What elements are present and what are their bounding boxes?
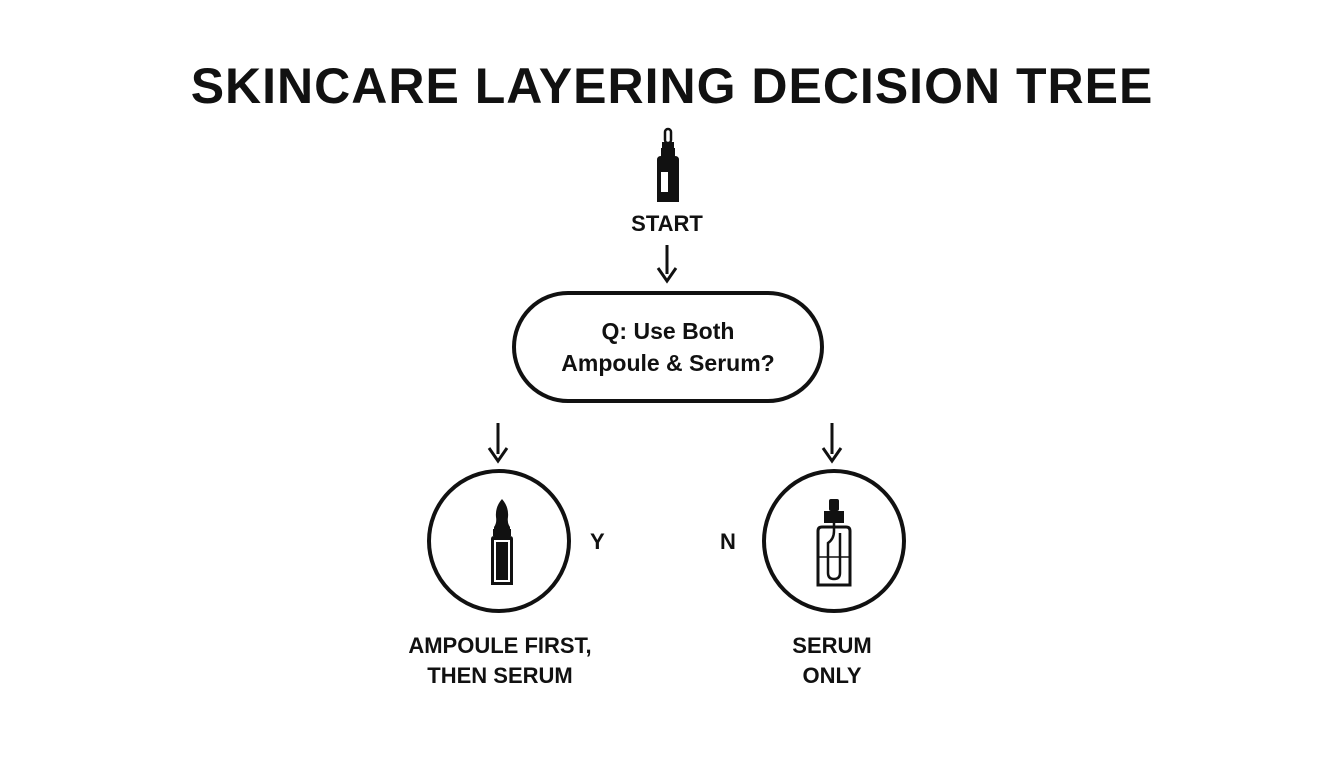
arrow-to-yes-branch: [487, 423, 509, 464]
serum-bottle-icon: [816, 499, 852, 587]
start-label: START: [631, 211, 703, 236]
question-line-1: Q: Use Both: [601, 318, 735, 344]
question-node: Q: Use Both Ampoule & Serum?: [512, 291, 824, 403]
yes-marker: Y: [590, 529, 605, 554]
no-branch-node: [762, 469, 906, 613]
no-outcome-label: SERUM ONLY: [732, 631, 932, 691]
yes-outcome-label: AMPOULE FIRST, THEN SERUM: [378, 631, 622, 691]
no-marker: N: [720, 529, 736, 554]
dropper-bottle-icon: [657, 127, 679, 202]
no-outcome-line-2: ONLY: [802, 663, 862, 688]
yes-outcome-line-1: AMPOULE FIRST,: [408, 633, 592, 658]
arrow-start-to-question: [656, 245, 678, 284]
question-line-2: Ampoule & Serum?: [561, 350, 775, 376]
yes-branch-node: [427, 469, 571, 613]
diagram-title: SKINCARE LAYERING DECISION TREE: [190, 58, 1154, 114]
ampoule-icon: [491, 499, 513, 585]
arrow-to-no-branch: [821, 423, 843, 464]
yes-outcome-line-2: THEN SERUM: [427, 663, 573, 688]
no-outcome-line-1: SERUM: [792, 633, 872, 658]
